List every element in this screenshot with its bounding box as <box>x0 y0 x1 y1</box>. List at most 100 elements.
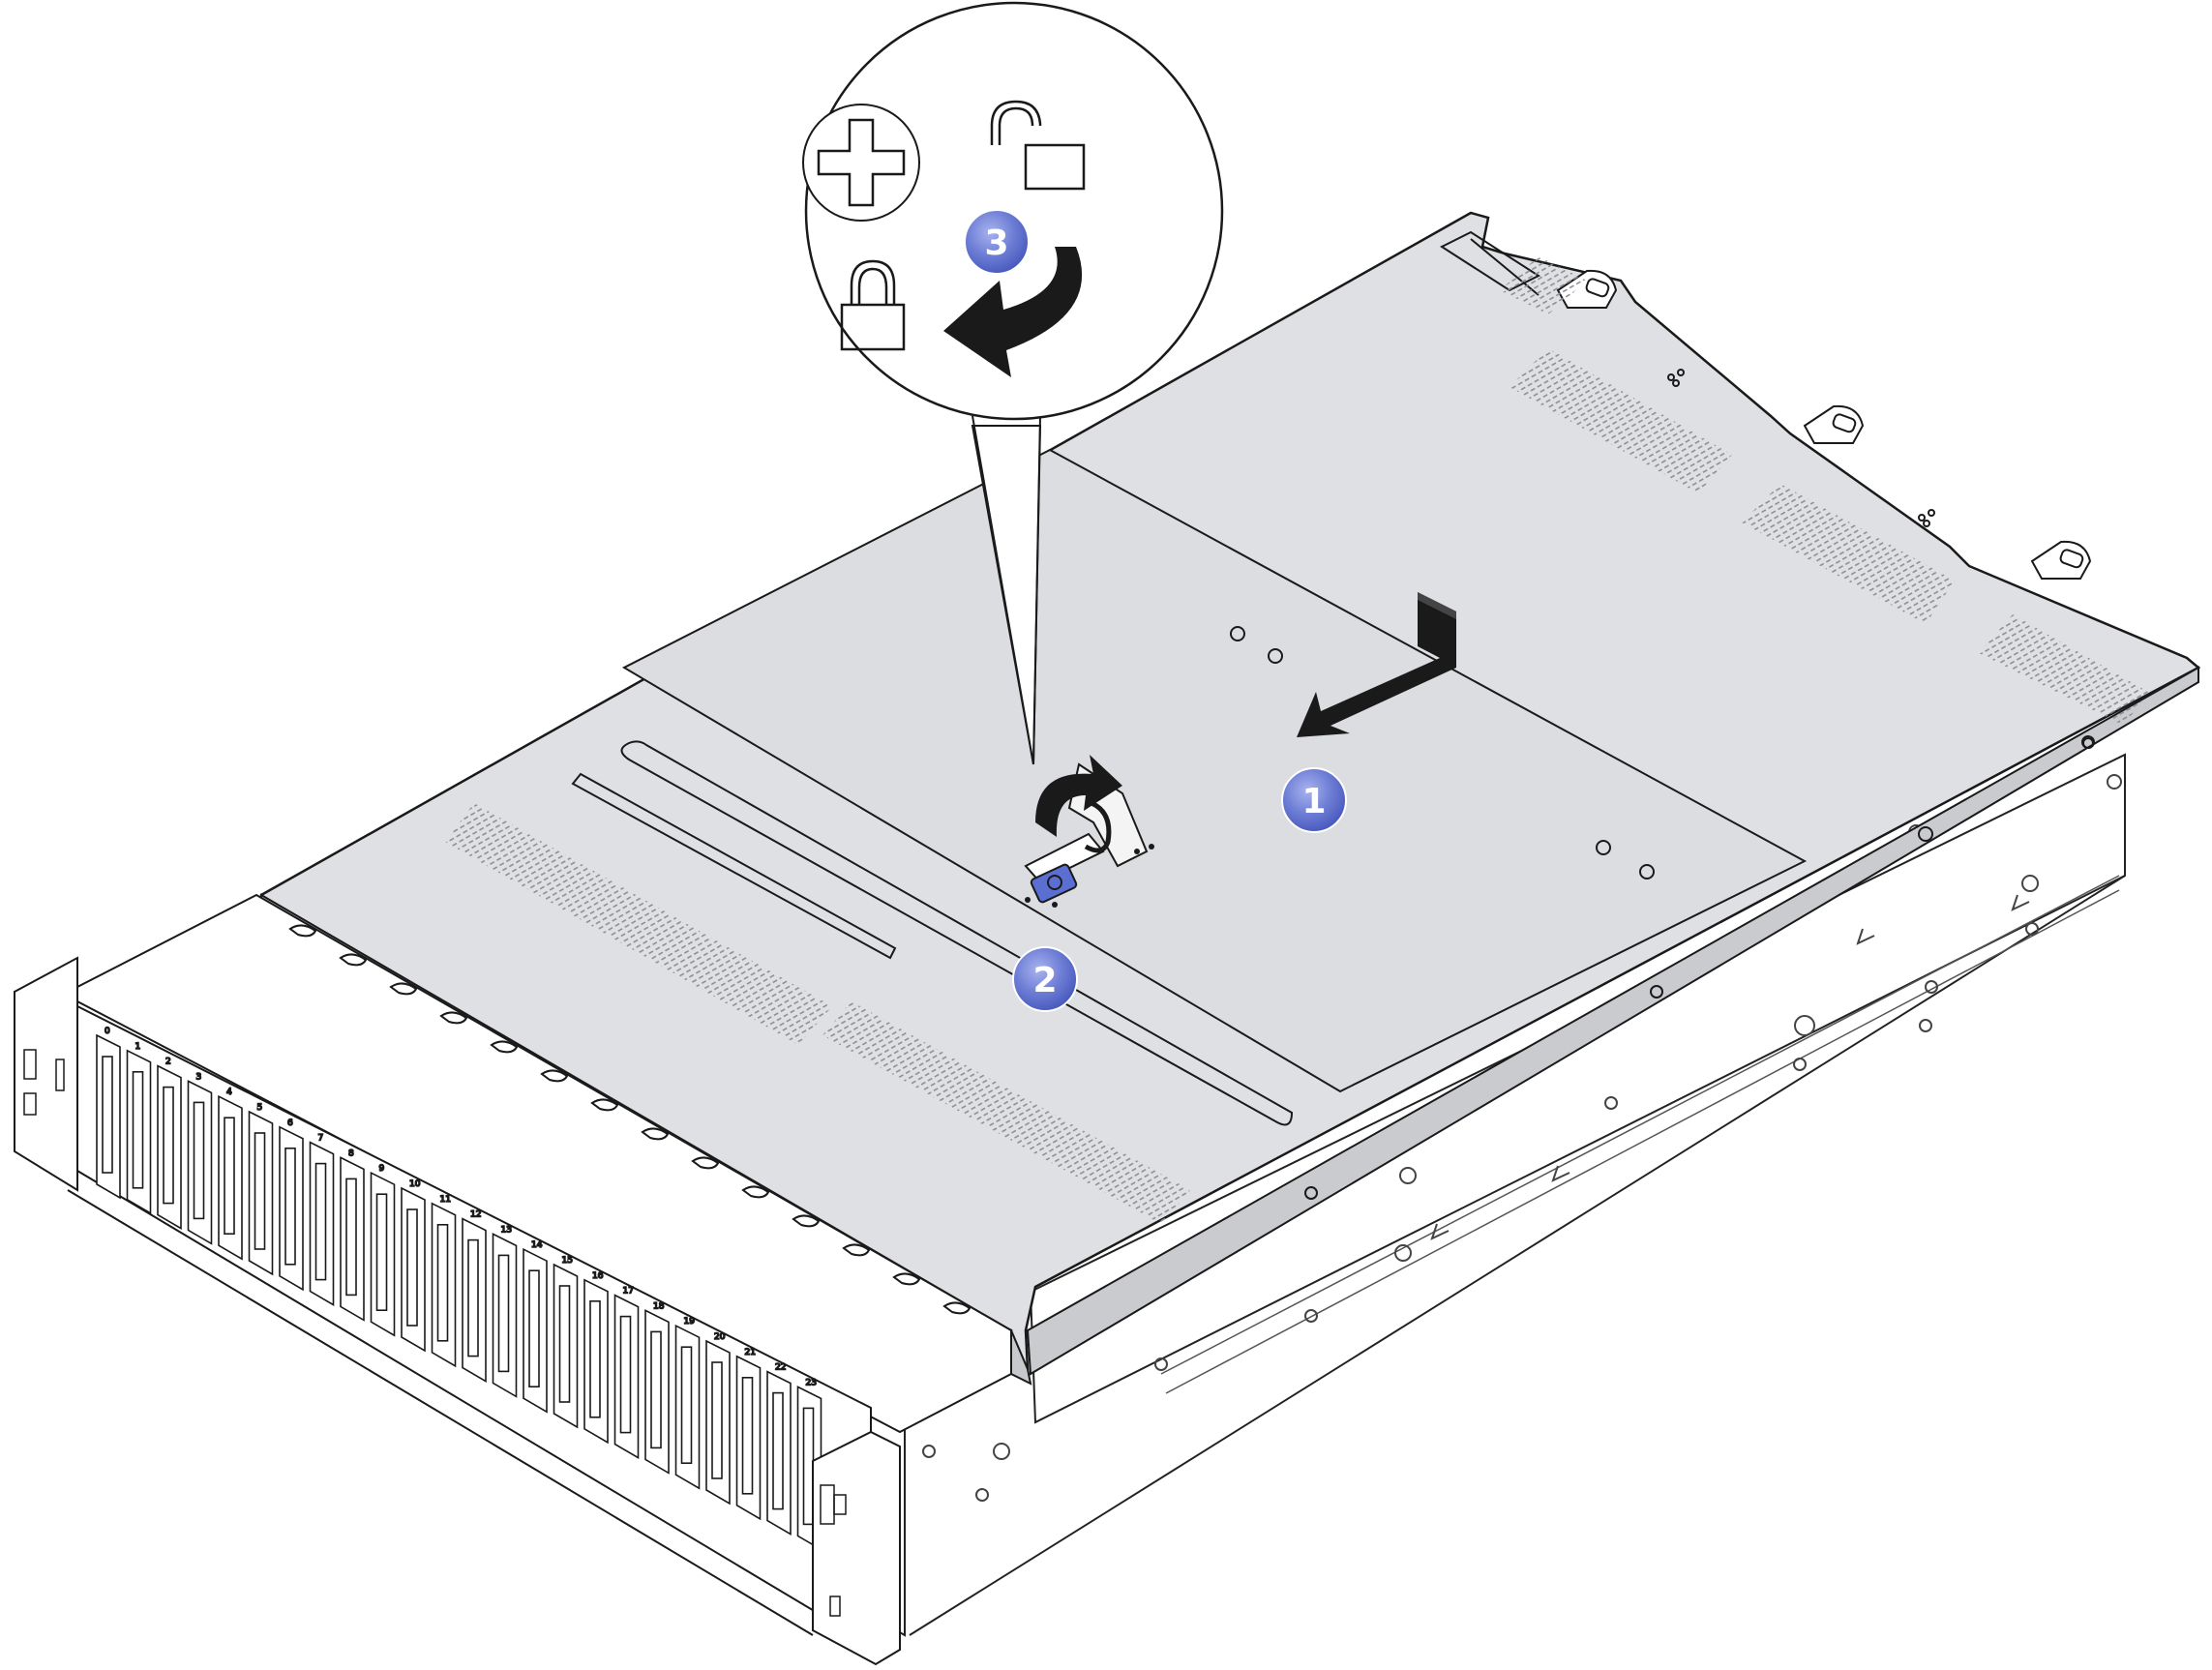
drive-bay-handle <box>558 1285 571 1403</box>
drive-bay <box>279 1125 304 1292</box>
drive-slot-number: 12 <box>470 1210 481 1220</box>
drive-bay <box>248 1110 274 1276</box>
drive-slot-number: 17 <box>623 1287 634 1297</box>
drive-slot-number: 22 <box>775 1363 786 1373</box>
drive-bay-handle <box>345 1178 357 1297</box>
step-callout-1: 1 <box>1281 767 1347 833</box>
front-edge-clip <box>842 1243 871 1257</box>
top-cover <box>259 211 2201 1386</box>
drive-bay-handle <box>436 1224 449 1342</box>
drive-bay-handle <box>314 1162 327 1281</box>
front-edge-clip <box>741 1185 770 1199</box>
front-edge-clip <box>540 1069 569 1083</box>
drive-bay-handle <box>619 1315 632 1434</box>
drive-slot-number: 18 <box>653 1301 665 1311</box>
drive-bay <box>187 1080 213 1245</box>
drive-slot-number: 16 <box>592 1271 604 1281</box>
drive-slot-number: 5 <box>257 1103 263 1113</box>
drive-bay-handle <box>132 1071 144 1189</box>
drive-bay-handle <box>650 1330 662 1449</box>
drive-slot-number: 20 <box>714 1332 726 1342</box>
front-edge-clip <box>288 924 317 938</box>
drive-bay <box>157 1064 182 1230</box>
drive-slot-number: 1 <box>135 1042 141 1052</box>
drive-slot-number: 4 <box>226 1088 232 1097</box>
unlock-icon <box>990 100 1086 191</box>
front-edge-clip <box>942 1301 971 1315</box>
drive-slot-number: 6 <box>287 1118 293 1128</box>
front-edge-clip <box>590 1098 619 1112</box>
drive-bay <box>583 1278 609 1445</box>
phillips-screwdriver-icon <box>802 104 920 222</box>
step-callout-3: 3 <box>964 209 1030 275</box>
drive-bay-handle <box>680 1346 693 1464</box>
drive-bay <box>462 1217 487 1383</box>
front-edge-clip <box>389 982 418 996</box>
drive-bay <box>613 1294 640 1459</box>
drive-bay-handle <box>102 1056 113 1174</box>
drive-bay <box>218 1094 243 1261</box>
latch-rotate-arrow-icon <box>1035 755 1122 837</box>
drive-slot-number: 13 <box>501 1225 512 1235</box>
magnifier-callout <box>802 1 1224 765</box>
drive-bay-handle <box>528 1269 540 1387</box>
drive-bay <box>492 1233 518 1398</box>
drive-bay <box>96 1033 121 1200</box>
drive-bay <box>705 1339 731 1506</box>
drive-bay-handle <box>711 1361 723 1479</box>
drive-slot-number: 19 <box>684 1317 696 1327</box>
cover-vents <box>445 256 2148 1224</box>
step-callout-2: 2 <box>1012 946 1078 1012</box>
drive-bay <box>309 1141 335 1306</box>
slide-arrow-icon <box>1297 592 1456 737</box>
drive-bay-handle <box>375 1193 388 1311</box>
drive-slot-number: 2 <box>165 1058 171 1067</box>
drive-slot-number: 11 <box>440 1195 451 1205</box>
drive-slot-number: 14 <box>531 1240 543 1250</box>
front-edge-clip <box>439 1011 468 1025</box>
front-edge-clip <box>691 1156 720 1170</box>
drive-bay-handle <box>497 1254 510 1373</box>
front-edge-clip <box>892 1272 921 1286</box>
front-edge-clip <box>490 1040 519 1054</box>
drive-bay-handle <box>772 1391 784 1510</box>
drive-bay <box>674 1324 701 1490</box>
drive-bay-handle <box>254 1132 266 1250</box>
drive-bay-handle <box>224 1117 235 1235</box>
drive-bay-handle <box>284 1148 296 1266</box>
step-1-label: 1 <box>1301 782 1326 821</box>
drive-bay-handle <box>741 1377 754 1495</box>
step-3-label: 3 <box>984 224 1008 263</box>
drive-bay-handle <box>163 1086 174 1205</box>
drive-slot-number: 3 <box>196 1072 202 1082</box>
front-edge-clip <box>641 1127 670 1141</box>
drive-bay <box>126 1049 152 1215</box>
drive-bay <box>431 1202 457 1368</box>
drive-slot-number: 21 <box>745 1348 756 1357</box>
front-edge-clip <box>792 1214 821 1228</box>
drive-slot-number: 0 <box>105 1027 110 1036</box>
drive-bay <box>370 1171 396 1337</box>
drive-slot-number: 8 <box>348 1148 354 1158</box>
drive-slot-number: 9 <box>379 1164 385 1174</box>
front-edge-clip <box>339 953 368 967</box>
drive-bay <box>340 1156 365 1322</box>
drive-bay <box>766 1370 792 1536</box>
drive-slot-number: 7 <box>318 1134 324 1144</box>
drive-bay <box>523 1247 548 1414</box>
step-2-label: 2 <box>1032 961 1057 1000</box>
drive-bay-handle <box>467 1238 479 1357</box>
drive-slot-number: 15 <box>562 1256 573 1266</box>
drive-slot-number: 10 <box>409 1179 421 1189</box>
drive-bay-handle <box>589 1300 601 1418</box>
drive-bay-handle <box>193 1101 205 1220</box>
drive-bay <box>735 1355 762 1521</box>
rotate-arrow-icon <box>943 247 1083 377</box>
drive-bay-handle <box>406 1208 418 1327</box>
drive-bay <box>644 1309 670 1475</box>
lock-icon <box>840 259 906 351</box>
drive-bay <box>401 1186 426 1353</box>
drive-slot-number: 23 <box>806 1378 817 1387</box>
